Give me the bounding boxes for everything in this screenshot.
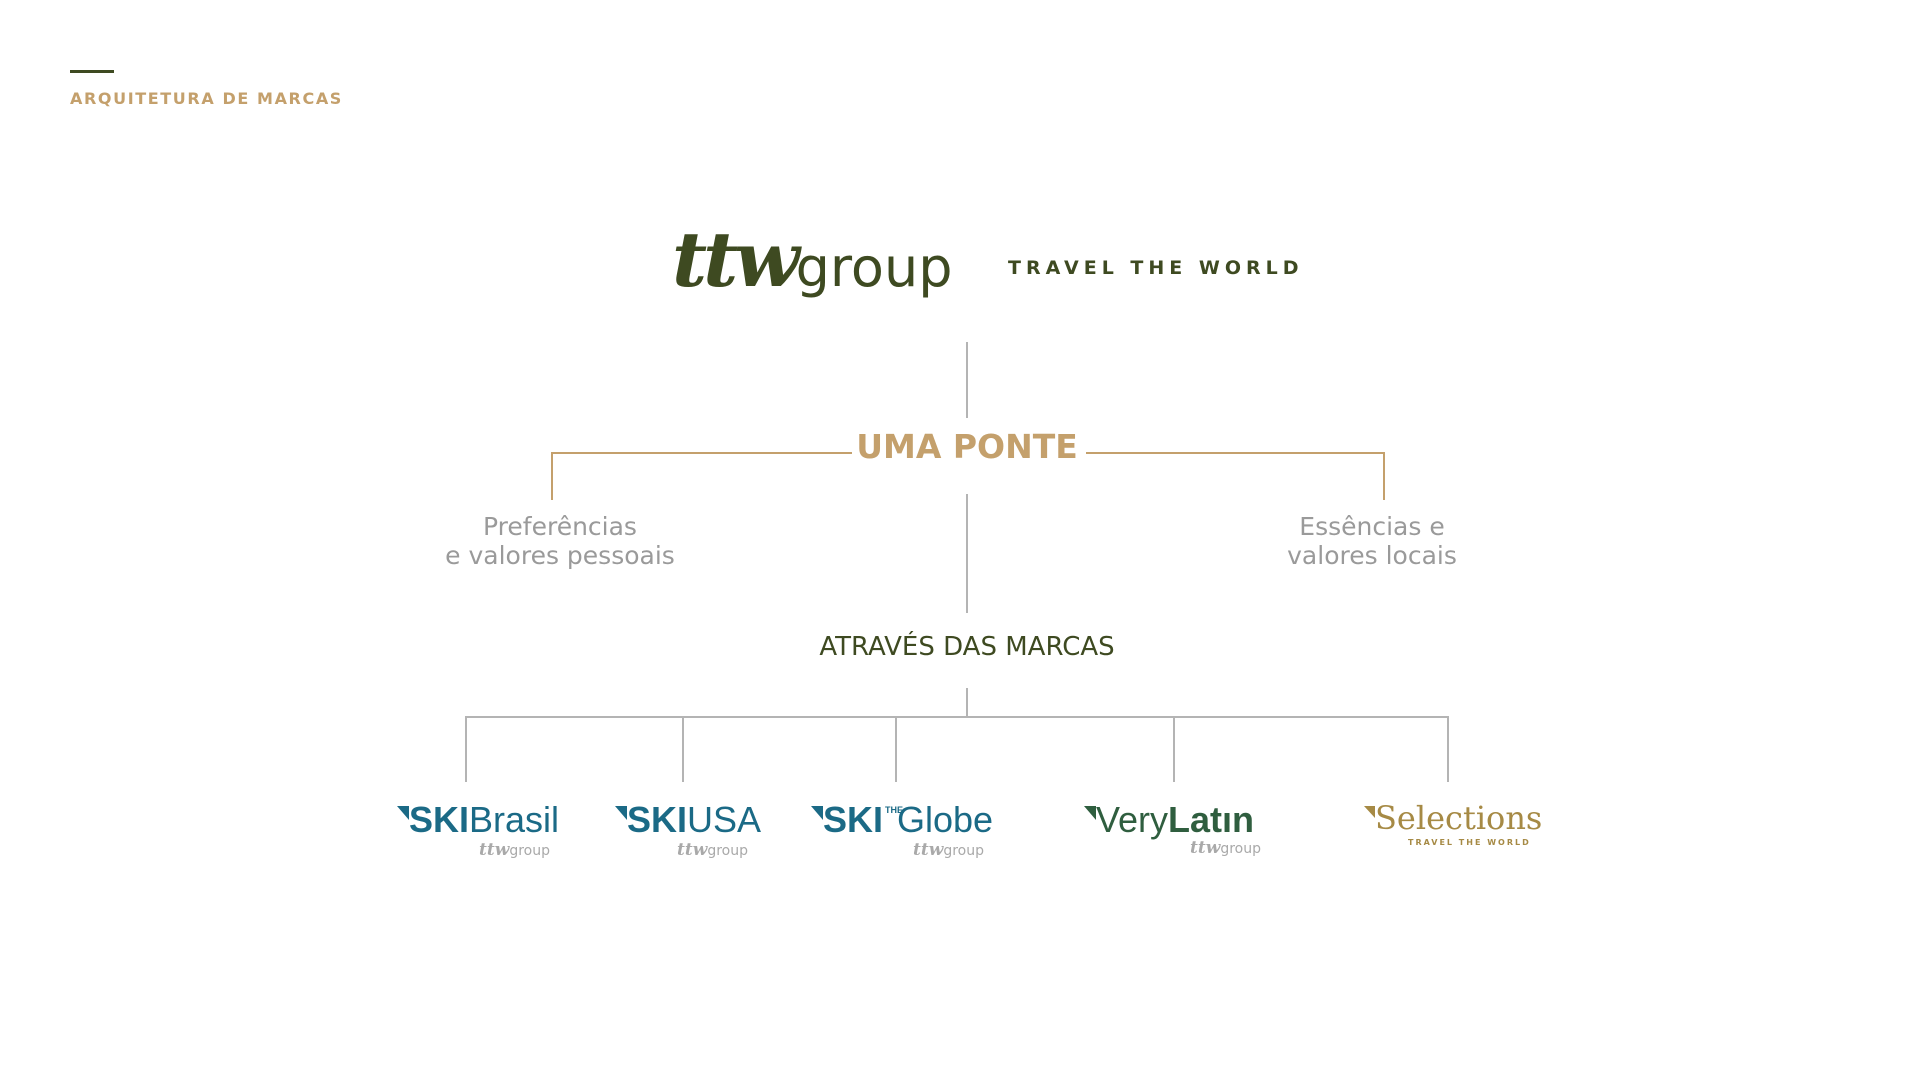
- brand-ski-usa-logo: SKIUSA ttwgroup: [615, 802, 761, 860]
- left-concept-line-1: Preferências: [483, 512, 637, 541]
- brand-selections-logo: Selections TRAVEL THE WORLD: [1364, 800, 1542, 847]
- brand-bold-text: SKI: [823, 799, 884, 840]
- left-concept-line-2: e valores pessoais: [445, 541, 675, 570]
- bridge-label: UMA PONTE: [856, 427, 1078, 466]
- ski-flag-icon: [811, 806, 823, 820]
- brand-name-text: Selections: [1375, 799, 1543, 837]
- brand-bold-text: SKI: [627, 799, 688, 840]
- logo-word: group: [795, 236, 953, 299]
- sub-word: group: [509, 843, 551, 859]
- sub-mark: ttw: [677, 840, 708, 860]
- selections-tagline: TRAVEL THE WORLD: [1408, 838, 1531, 847]
- ski-flag-icon: [615, 806, 627, 820]
- brand-plain-text: Very: [1096, 799, 1169, 840]
- through-brands-label: ATRAVÉS DAS MARCAS: [819, 632, 1115, 662]
- logo-mark: ttw: [672, 215, 800, 304]
- right-concept-line-1: Essências e: [1299, 512, 1445, 541]
- section-label: ARQUITETURA DE MARCAS: [70, 89, 343, 108]
- brand-mid-text: THE: [885, 805, 904, 815]
- right-concept: Essências e valores locais: [1287, 512, 1457, 570]
- brand-very-latin-logo: VeryLatın ttwgroup: [1084, 802, 1261, 858]
- header-rule: [70, 70, 114, 73]
- brand-rest-text: Globe: [897, 799, 994, 840]
- sub-mark: ttw: [1190, 838, 1221, 858]
- brand-rest-text: Brasil: [469, 799, 560, 840]
- brand-bold-text: SKI: [409, 799, 470, 840]
- latin-flag-icon: [1084, 806, 1096, 820]
- ttw-group-logo: ttwgroup: [672, 222, 952, 306]
- sub-word: group: [1220, 841, 1262, 857]
- sub-word: group: [943, 843, 985, 859]
- selections-flag-icon: [1364, 806, 1375, 818]
- right-concept-line-2: valores locais: [1287, 541, 1457, 570]
- brand-bold-text: Latın: [1168, 799, 1255, 840]
- brand-rest-text: USA: [687, 799, 762, 840]
- sub-mark: ttw: [913, 840, 944, 860]
- left-concept: Preferências e valores pessoais: [445, 512, 675, 570]
- brand-ski-brasil-logo: SKIBrasil ttwgroup: [397, 802, 559, 860]
- sub-word: group: [707, 843, 749, 859]
- ski-flag-icon: [397, 806, 409, 820]
- sub-mark: ttw: [479, 840, 510, 860]
- logo-tagline: TRAVEL THE WORLD: [1008, 257, 1304, 279]
